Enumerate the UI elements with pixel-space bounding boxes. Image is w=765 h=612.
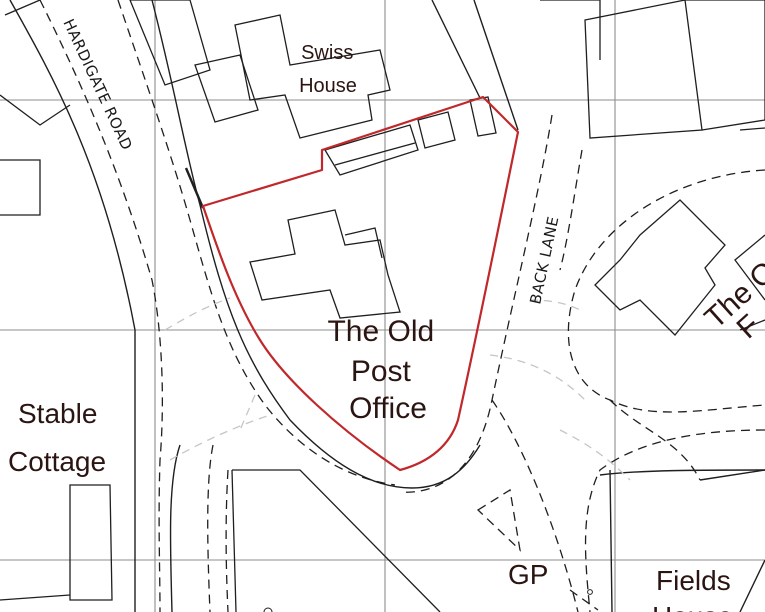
parcel-boundaries: [164, 297, 631, 481]
site-boundary: [201, 95, 520, 472]
fields-house-label: Fields House: [652, 565, 738, 612]
site-name-label: The Old Post Office: [327, 315, 442, 425]
gp-triangle: [476, 488, 521, 552]
back-lane: [399, 0, 583, 612]
back-lane-label: BACK LANE: [526, 215, 562, 306]
stable-cottage-label: Stable Cottage: [8, 398, 106, 477]
stable-cottage-footprint: [69, 484, 113, 601]
east-house-footprint: [594, 199, 726, 336]
old-post-office-footprint: [249, 209, 401, 319]
hardigate-road: [9, 0, 481, 612]
east-plots: [567, 169, 765, 612]
swiss-house-footprint: [234, 14, 391, 139]
hardigate-road-label: HARDIGATE ROAD: [59, 16, 136, 153]
gp-label: GP: [508, 559, 548, 590]
swiss-house-label: Swiss House: [299, 42, 359, 97]
